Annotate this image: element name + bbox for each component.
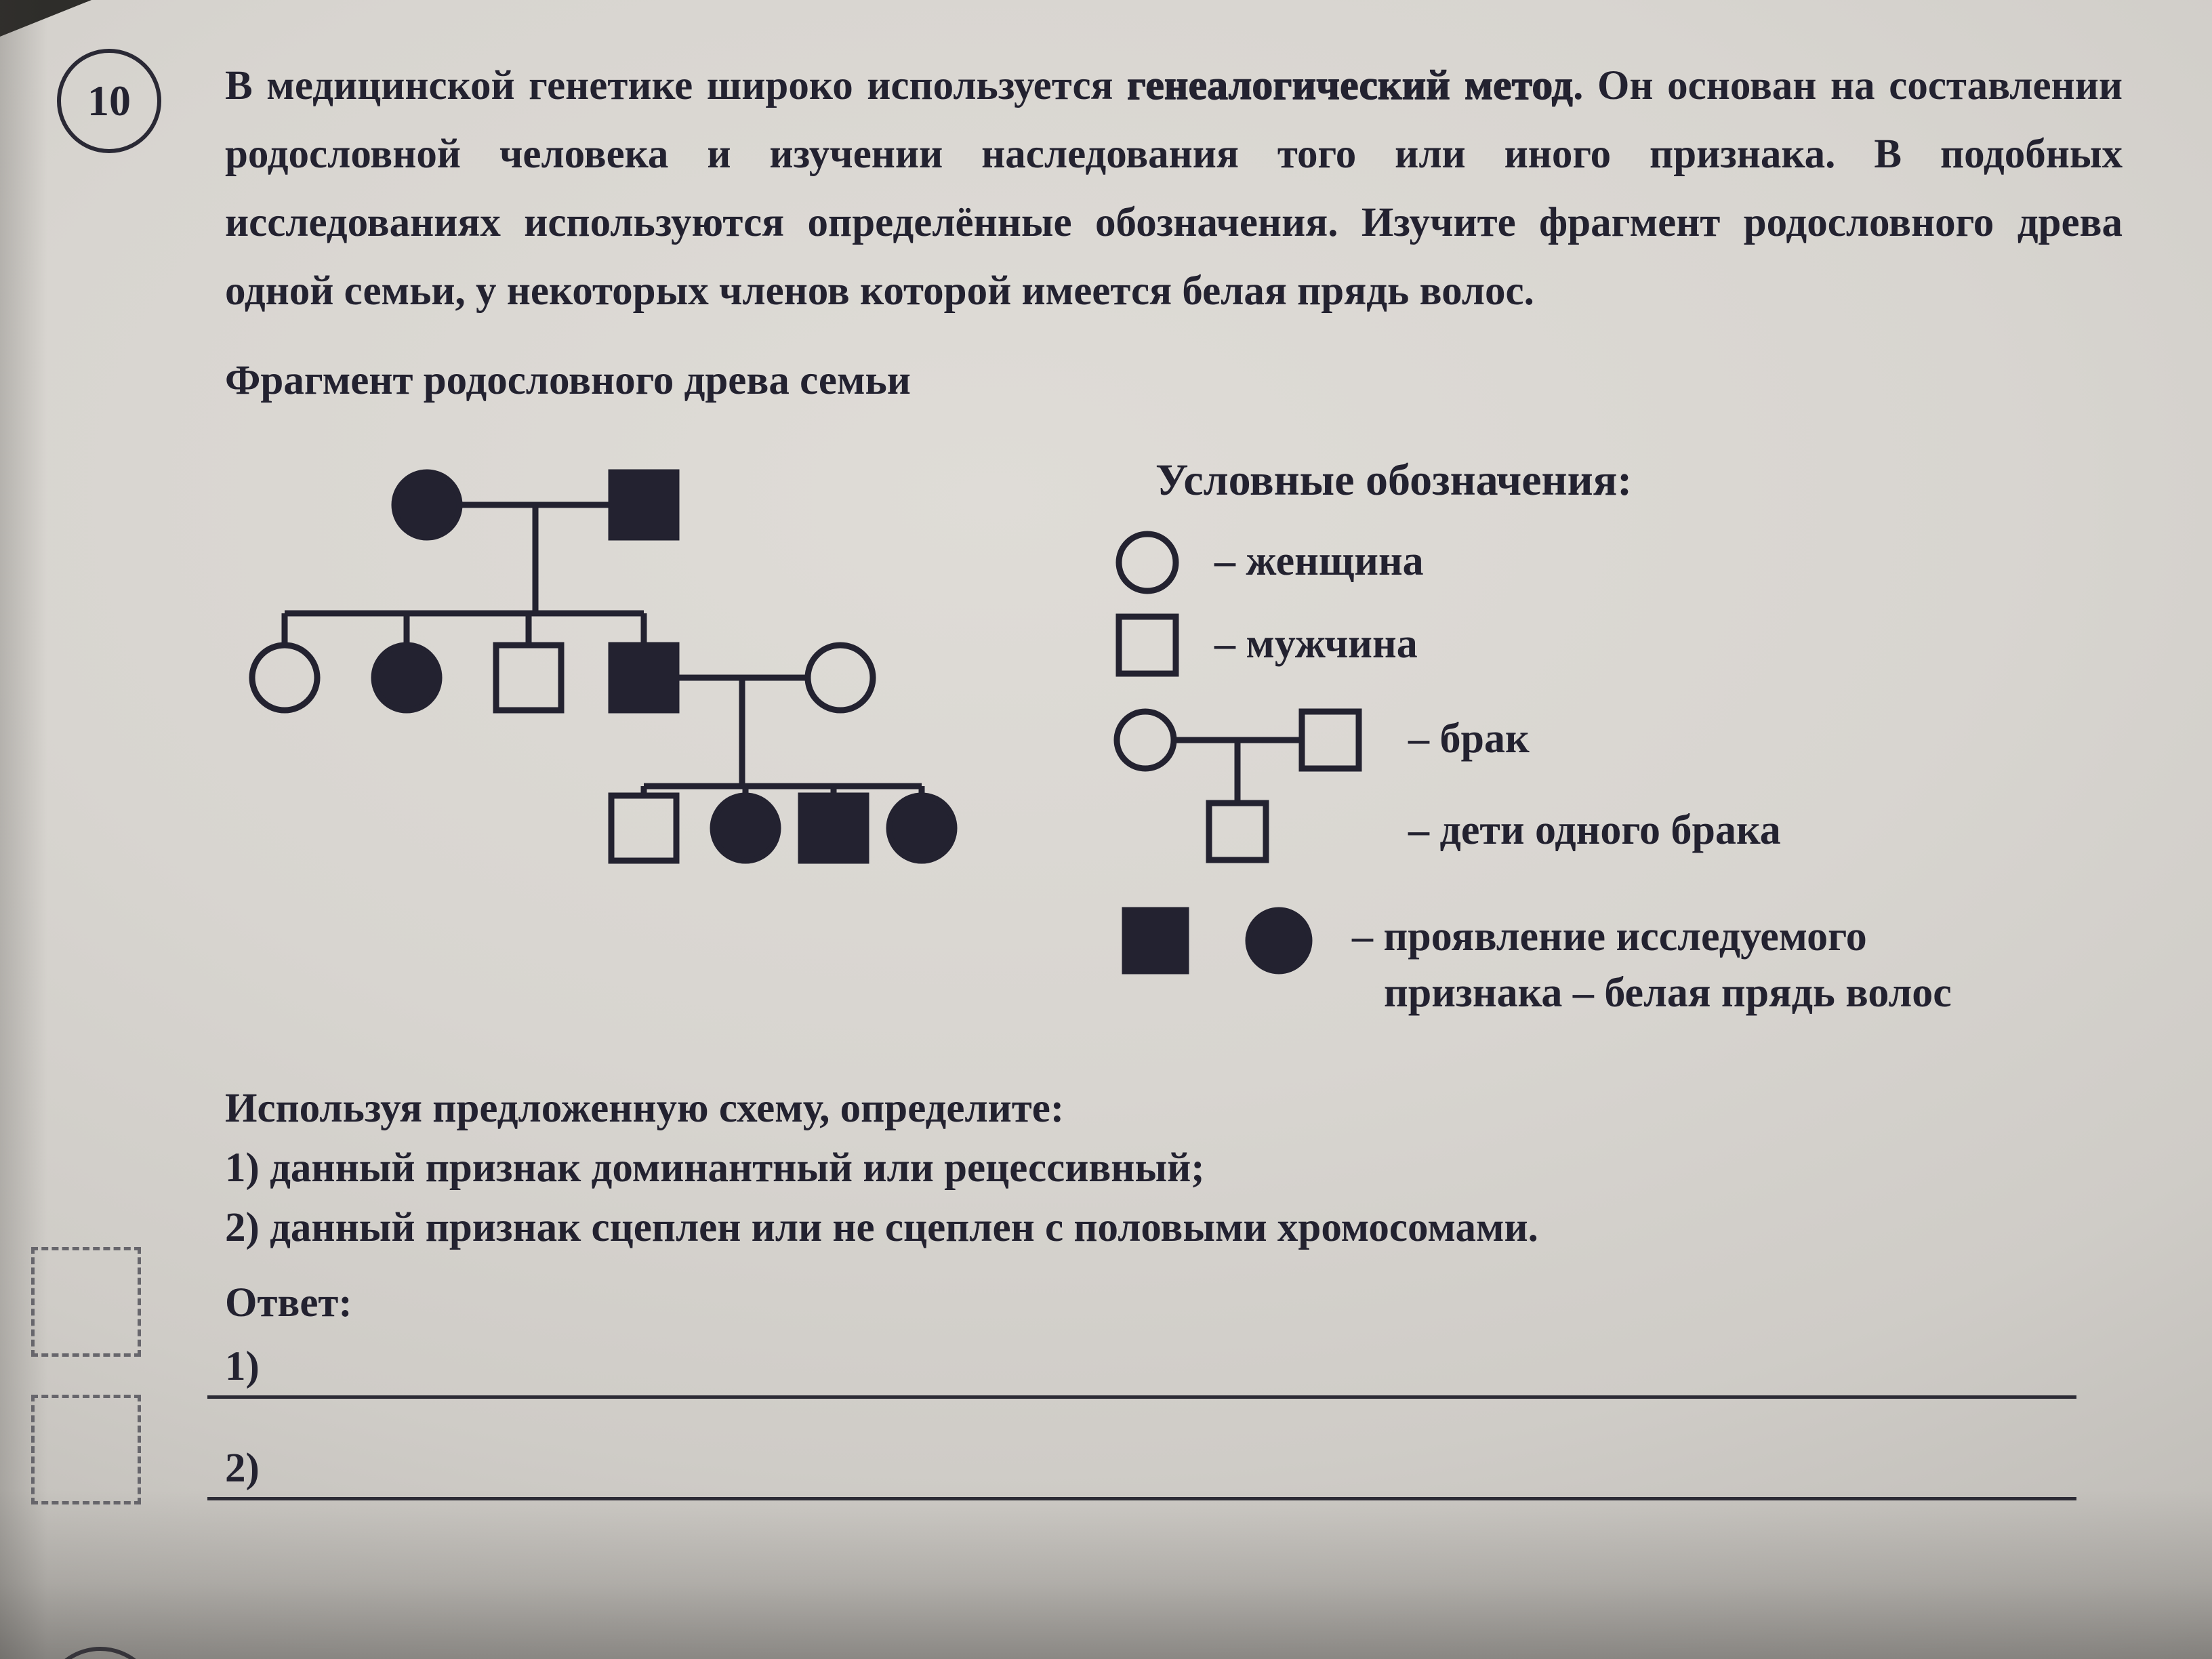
- legend-symbol-affected-male: [1122, 907, 1189, 975]
- question-number-badge: 10: [57, 49, 161, 153]
- legend-label-affected-2: признака – белая прядь волос: [1384, 970, 1952, 1016]
- legend-label-marriage: – брак: [1408, 716, 1530, 762]
- intro-paragraph: В медицинской генетике широко использует…: [225, 52, 2123, 325]
- pedigree-person-g3-2: [710, 792, 781, 864]
- pedigree-person-g1-2: [608, 469, 680, 541]
- pedigree-person-g1-1: [391, 469, 463, 541]
- legend-label-affected-1: – проявление исследуемого: [1351, 914, 1867, 960]
- pedigree-person-g2-2: [371, 642, 443, 714]
- legend-title: Условные обозначения:: [1155, 455, 1632, 505]
- intro-emphasis-phrase: генеалогический метод: [1126, 62, 1574, 108]
- score-box-2: [31, 1395, 141, 1504]
- question-number: 10: [87, 77, 131, 125]
- legend-symbol-child: [1206, 800, 1269, 863]
- pedigree-person-g3-4: [886, 792, 958, 864]
- legend-label-female: – женщина: [1214, 538, 1424, 584]
- intro-text-run: . Он основан на составлении родословной …: [225, 63, 2123, 314]
- legend-label-children: – дети одного брака: [1408, 807, 1781, 853]
- photo-bottom-shadow: [0, 1490, 2212, 1659]
- task-block: Используя предложенную схему, определите…: [225, 1079, 2123, 1258]
- diagram-title: Фрагмент родословного древа семьи: [225, 358, 911, 403]
- pedigree-person-g2-1: [249, 642, 321, 714]
- answer-label: Ответ:: [225, 1280, 352, 1326]
- answer-row-2: 2): [207, 1422, 2076, 1500]
- pedigree-legend-figure: Условные обозначения: – женщина – мужчина –…: [249, 455, 1952, 1016]
- task-intro: Используя предложенную схему, определите…: [225, 1086, 1065, 1131]
- pedigree-person-g2-4: [608, 642, 680, 714]
- photo-corner-shadow: [0, 0, 91, 37]
- answer-row-1-number: 1): [225, 1344, 260, 1389]
- task-item-1: 1) данный признак доминантный или рецесс…: [225, 1145, 1205, 1191]
- pedigree-person-g3-3: [798, 792, 869, 864]
- answer-row-2-number: 2): [225, 1446, 260, 1491]
- pedigree-person-g2-5: [804, 642, 876, 714]
- legend-symbol-affected-female: [1245, 907, 1313, 975]
- pedigree-person-g3-1: [608, 792, 680, 864]
- legend-symbol-female: [1115, 531, 1179, 594]
- score-box-1: [31, 1247, 141, 1357]
- legend-symbol-marriage-female: [1113, 708, 1177, 772]
- legend-label-male: – мужчина: [1214, 621, 1418, 667]
- task-item-2: 2) данный признак сцеплен или не сцеплен…: [225, 1205, 1538, 1250]
- next-question-badge: [42, 1647, 159, 1659]
- intro-text-run: В медицинской генетике широко использует…: [225, 63, 1128, 108]
- legend-symbol-male: [1115, 613, 1179, 677]
- legend-symbol-marriage-male: [1298, 708, 1362, 772]
- answer-row-1: 1): [207, 1320, 2076, 1399]
- pedigree-person-g2-3: [493, 642, 565, 714]
